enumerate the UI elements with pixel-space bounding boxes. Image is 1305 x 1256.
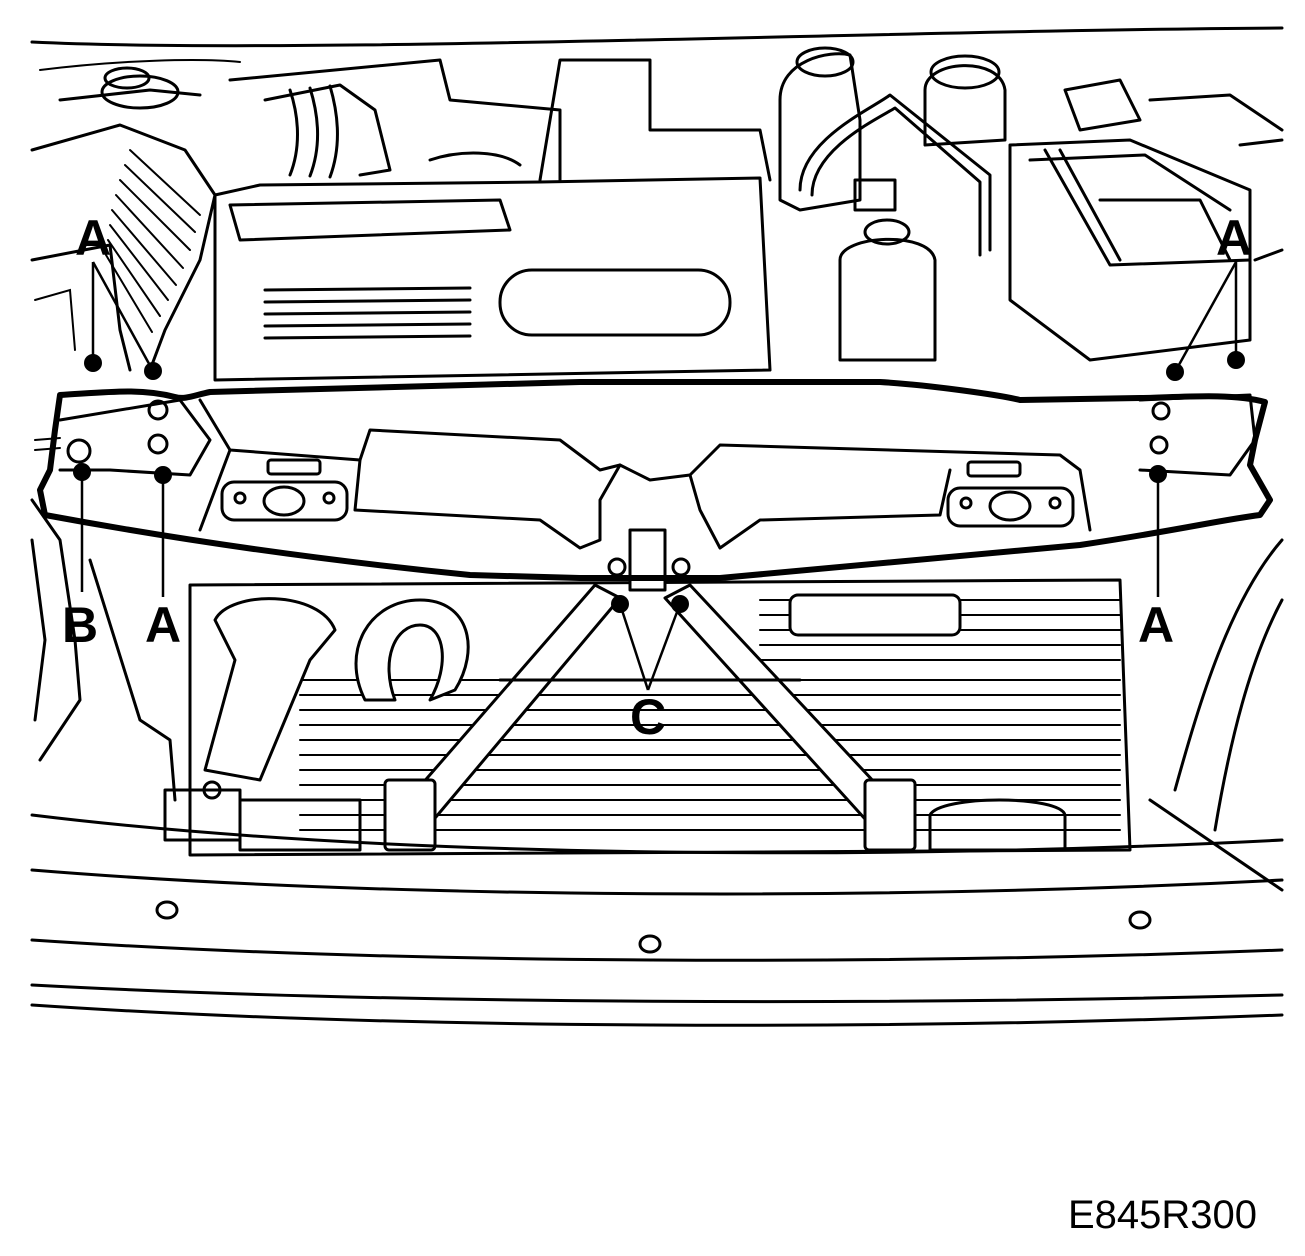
power-steering-reservoir — [838, 218, 937, 362]
callout-a-lower-left: A — [145, 597, 182, 653]
callout-a-upper-right: A — [1216, 210, 1253, 266]
radiator-condenser — [188, 578, 1132, 857]
leader-lines — [80, 261, 1238, 691]
coolant-reservoir — [778, 46, 992, 257]
right-mounting-bracket — [1138, 393, 1257, 477]
radiator-support-brace — [383, 528, 917, 852]
front-bumper — [30, 813, 1284, 1027]
callout-a-upper-left: A — [75, 210, 112, 266]
intake-hose — [228, 58, 562, 182]
left-mounting-bracket — [34, 398, 212, 477]
upper-tie-bar — [37, 379, 1273, 581]
hood-opening-edge — [30, 26, 1284, 71]
air-filter-housing — [30, 66, 217, 372]
figure-reference-code: E845R300 — [1068, 1193, 1258, 1237]
lower-radiator-hose — [203, 597, 337, 782]
horn — [354, 598, 470, 702]
battery — [1008, 78, 1284, 362]
left-fender-structure — [30, 288, 177, 802]
right-fender-structure — [1148, 138, 1284, 892]
engine-cover — [213, 176, 772, 382]
brake-fluid-reservoir — [923, 54, 1007, 147]
engine-top-components — [428, 58, 772, 182]
callout-c: C — [630, 689, 667, 745]
callout-b: B — [62, 597, 99, 653]
lower-components — [163, 780, 1067, 852]
callout-a-lower-right: A — [1138, 597, 1175, 653]
